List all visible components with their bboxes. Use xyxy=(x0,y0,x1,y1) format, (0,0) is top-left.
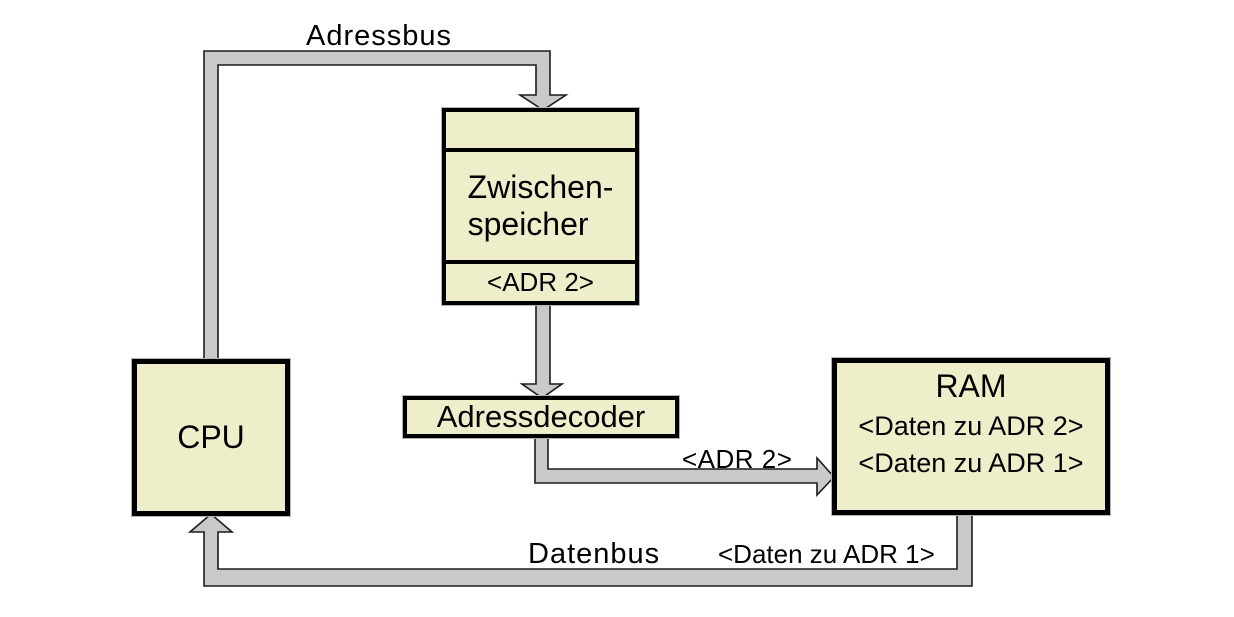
cpu-box: CPU xyxy=(131,358,291,517)
datenbus-label: Datenbus xyxy=(528,538,661,570)
daten-zu-adr1-bus-label: <Daten zu ADR 1> xyxy=(718,539,935,569)
buffer-label-line1: Zwischen- xyxy=(467,169,614,205)
buffer-address-slot: <ADR 2> xyxy=(446,264,635,301)
decoder-label: Adressdecoder xyxy=(436,399,646,434)
adressbus-arrow xyxy=(203,50,569,363)
decoder-to-ram-arrow xyxy=(534,434,836,498)
buffer-label: Zwischen- speicher xyxy=(446,152,635,264)
datenbus-arrow xyxy=(187,511,973,587)
ram-box: RAM <Daten zu ADR 2> <Daten zu ADR 1> xyxy=(831,357,1111,516)
adressbus-label: Adressbus xyxy=(306,20,453,52)
adr2-bus-label: <ADR 2> xyxy=(682,444,793,474)
decoder-box: Adressdecoder xyxy=(402,395,680,439)
cpu-label: CPU xyxy=(177,419,245,455)
buffer-label-line2: speicher xyxy=(467,206,589,242)
ram-entry-adr2: <Daten zu ADR 2> xyxy=(858,411,1084,441)
buffer-empty-slot xyxy=(446,112,635,152)
ram-entry-adr1: <Daten zu ADR 1> xyxy=(858,448,1084,478)
buffer-to-decoder-arrow xyxy=(519,300,565,399)
buffer-box: Zwischen- speicher <ADR 2> xyxy=(441,107,640,306)
buffer-address-value: <ADR 2> xyxy=(487,267,594,297)
ram-label: RAM xyxy=(935,368,1007,404)
